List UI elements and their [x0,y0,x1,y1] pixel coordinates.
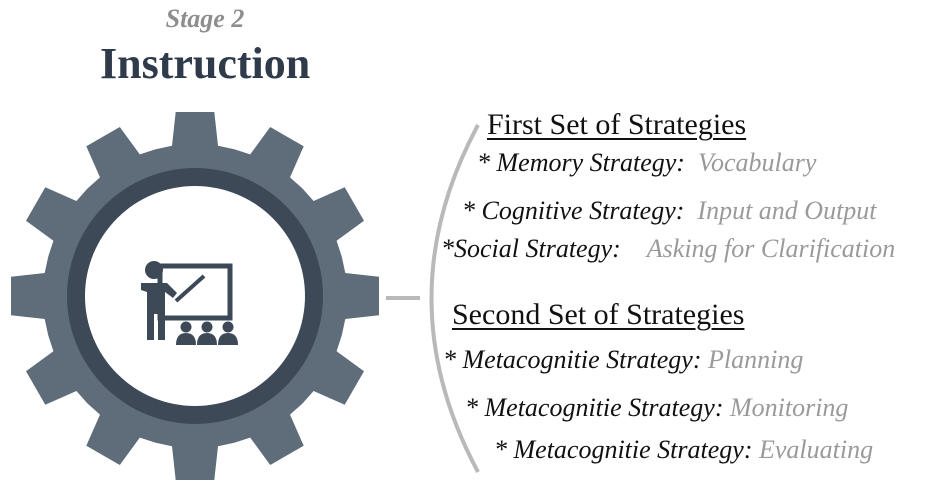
strategy-label: * Metacognitie Strategy: [465,393,724,422]
second-set-heading: Second Set of Strategies [452,298,745,331]
gear-icon [11,112,379,480]
strategy-row: * Metacognitie Strategy: Planning [443,345,803,375]
teacher-presentation-icon [141,261,238,345]
stage-title: Instruction [100,39,311,88]
strategy-value: Input and Output [697,196,877,225]
strategy-value: Monitoring [729,393,849,422]
strategy-row: * Metacognitie Strategy: Monitoring [465,393,848,423]
strategy-row: * Cognitive Strategy: Input and Output [462,196,877,226]
strategy-row: * Memory Strategy: Vocabulary [477,148,816,178]
strategy-value: Evaluating [758,435,874,464]
strategy-label: * Memory Strategy: [477,148,685,177]
strategy-value: Planning [707,345,804,374]
strategy-label: * Cognitive Strategy: [462,196,685,225]
strategy-value: Vocabulary [697,148,817,177]
stage-label: Stage 2 [165,4,245,33]
strategy-label: * Metacognitie Strategy: [443,345,702,374]
strategy-row: * Metacognitie Strategy: Evaluating [494,435,873,465]
first-set-heading: First Set of Strategies [487,108,747,141]
strategy-label: * Metacognitie Strategy: [494,435,753,464]
strategy-value: Asking for Clarification [646,234,896,263]
bracket-curve [429,124,480,473]
strategy-label: *Social Strategy: [441,234,621,263]
gear-center-disc [85,186,305,406]
strategy-row: *Social Strategy: Asking for Clarificati… [441,234,895,264]
